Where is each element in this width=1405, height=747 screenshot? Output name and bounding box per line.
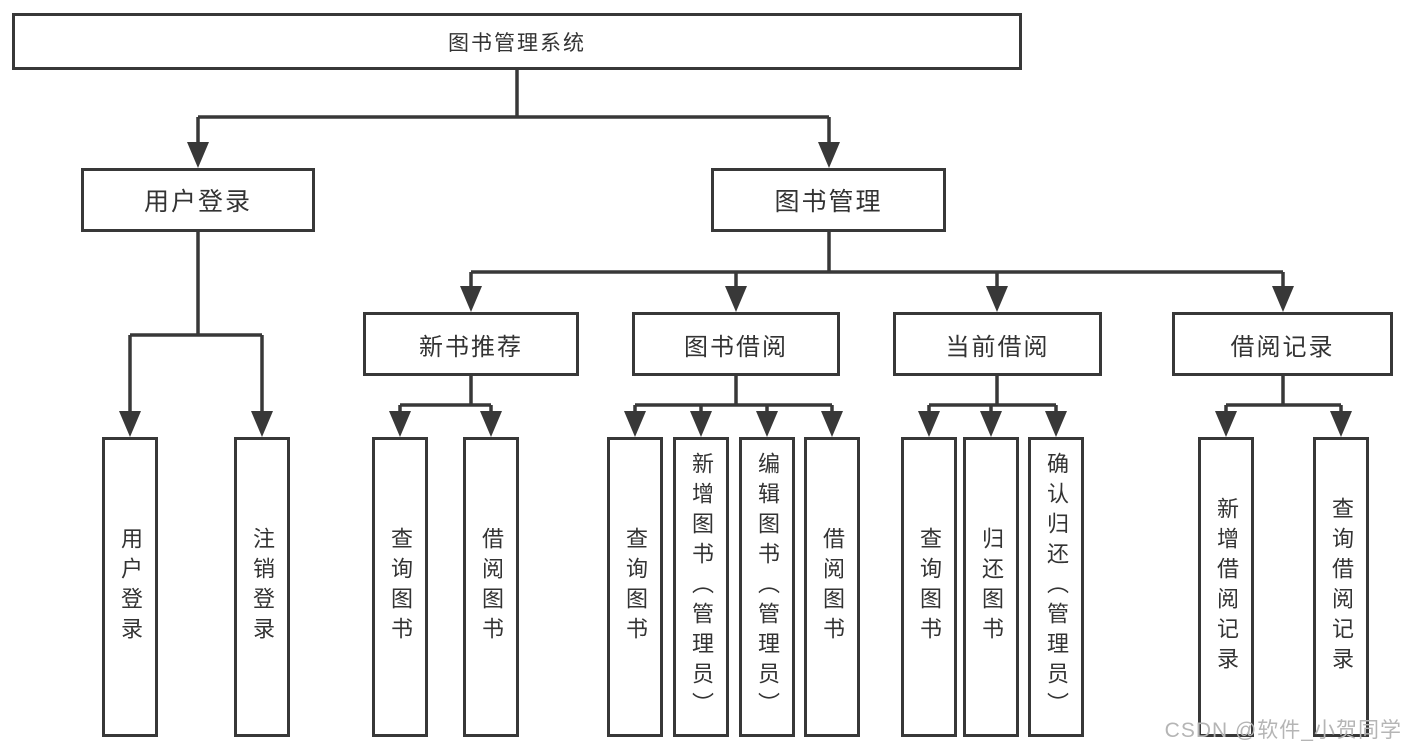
leaf-edit-book-admin: 编辑图书（管理员） [739,437,795,737]
leaf-query-books-recommend: 查询图书 [372,437,428,737]
node-current-borrow: 当前借阅 [893,312,1102,376]
leaf-query-borrow-record-label: 查询借阅记录 [1329,497,1354,677]
node-book-borrow-label: 图书借阅 [684,333,788,361]
borrow-records-connector [1215,376,1352,437]
csdn-watermark: CSDN @软件_小贺同学 [1164,719,1402,742]
node-library-management-system-label: 图书管理系统 [448,31,586,55]
root-connector [187,70,840,168]
new-book-recommend-connector [389,376,502,437]
leaf-borrow-books-recommend-label: 借阅图书 [479,527,504,647]
leaf-add-book-admin-label: 新增图书（管理员） [689,452,714,722]
leaf-query-books-recommend-label: 查询图书 [388,527,413,647]
node-user-login-label: 用户登录 [143,188,252,216]
leaf-borrow-books-borrow-label: 借阅图书 [820,527,845,647]
node-borrow-records: 借阅记录 [1172,312,1393,376]
book-management-connector [460,232,1294,312]
node-library-management-system: 图书管理系统 [12,13,1022,70]
node-new-book-recommend-label: 新书推荐 [419,333,523,361]
leaf-user-login: 用户登录 [102,437,158,737]
leaf-add-borrow-record: 新增借阅记录 [1198,437,1254,737]
node-current-borrow-label: 当前借阅 [945,333,1050,361]
leaf-query-books-borrow-label: 查询图书 [623,527,648,647]
node-borrow-records-label: 借阅记录 [1230,333,1335,361]
leaf-logout-label: 注销登录 [250,527,275,647]
leaf-query-borrow-record: 查询借阅记录 [1313,437,1369,737]
leaf-return-book: 归还图书 [963,437,1019,737]
user-login-connector [119,232,273,437]
leaf-query-books-current: 查询图书 [901,437,957,737]
leaf-edit-book-admin-label: 编辑图书（管理员） [755,452,780,722]
leaf-user-login-label: 用户登录 [118,527,143,647]
book-borrow-connector [624,376,843,437]
node-book-borrow: 图书借阅 [632,312,840,376]
leaf-add-book-admin: 新增图书（管理员） [673,437,729,737]
leaf-logout: 注销登录 [234,437,290,737]
node-new-book-recommend: 新书推荐 [363,312,579,376]
current-borrow-connector [918,376,1067,437]
node-book-management: 图书管理 [711,168,946,232]
leaf-query-books-current-label: 查询图书 [917,527,942,647]
node-book-management-label: 图书管理 [774,188,883,216]
node-user-login: 用户登录 [81,168,315,232]
leaf-confirm-return-admin-label: 确认归还（管理员） [1044,452,1069,722]
leaf-confirm-return-admin: 确认归还（管理员） [1028,437,1084,737]
leaf-return-book-label: 归还图书 [979,527,1004,647]
leaf-query-books-borrow: 查询图书 [607,437,663,737]
leaf-borrow-books-borrow: 借阅图书 [804,437,860,737]
leaf-add-borrow-record-label: 新增借阅记录 [1214,497,1239,677]
leaf-borrow-books-recommend: 借阅图书 [463,437,519,737]
